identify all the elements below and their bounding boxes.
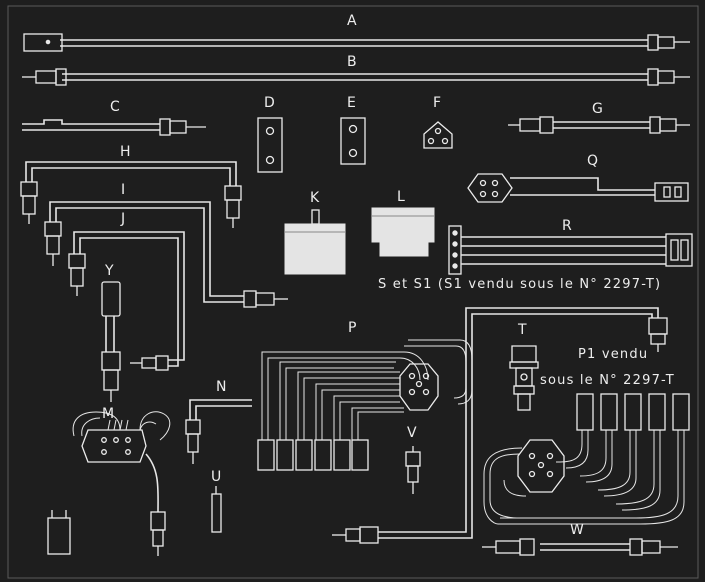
lead-g (508, 116, 690, 134)
label-w: W (570, 522, 584, 538)
label-n: N (216, 379, 226, 395)
component-u (211, 486, 222, 533)
label-y: Y (104, 263, 114, 279)
s1-note: S et S1 (S1 vendu sous le N° 2297-T) (378, 277, 661, 292)
component-k (284, 209, 346, 275)
label-l: L (397, 189, 405, 205)
lead-b (22, 68, 690, 86)
p1-note-line2: sous le N° 2297-T (540, 373, 675, 388)
label-f: F (433, 95, 441, 111)
lead-i (44, 201, 288, 308)
p1-note-line1: P1 vendu (578, 347, 648, 362)
label-g: G (592, 101, 603, 117)
label-c: C (110, 99, 120, 115)
connector-f (423, 121, 453, 149)
label-j: J (120, 211, 125, 227)
label-d: D (264, 95, 275, 111)
lead-j (68, 231, 185, 371)
plate-e (340, 117, 366, 165)
label-v: V (407, 425, 417, 441)
label-t: T (517, 322, 527, 338)
component-l (371, 207, 435, 257)
component-v (405, 446, 421, 494)
label-u: U (211, 469, 221, 485)
lead-c (22, 118, 206, 136)
label-r: R (562, 218, 572, 234)
label-p: P (348, 320, 356, 336)
harness-p1 (483, 393, 690, 525)
diagram-frame (7, 5, 699, 579)
label-q: Q (587, 153, 598, 169)
lead-r (448, 225, 693, 275)
component-t (509, 345, 539, 411)
label-e: E (347, 95, 356, 111)
label-m: M (102, 406, 114, 422)
lead-s (332, 307, 668, 544)
component-m (47, 411, 171, 556)
lead-n (185, 399, 252, 464)
label-h: H (120, 144, 131, 160)
harness-p (257, 339, 473, 471)
lead-w (482, 538, 678, 556)
plate-d (257, 117, 283, 173)
lead-q (467, 173, 689, 203)
component-y (101, 281, 121, 402)
label-b: B (347, 54, 357, 70)
lead-h (20, 161, 242, 228)
label-i: I (121, 182, 125, 198)
label-k: K (310, 190, 320, 206)
lead-a (23, 33, 690, 52)
label-a: A (347, 13, 357, 29)
